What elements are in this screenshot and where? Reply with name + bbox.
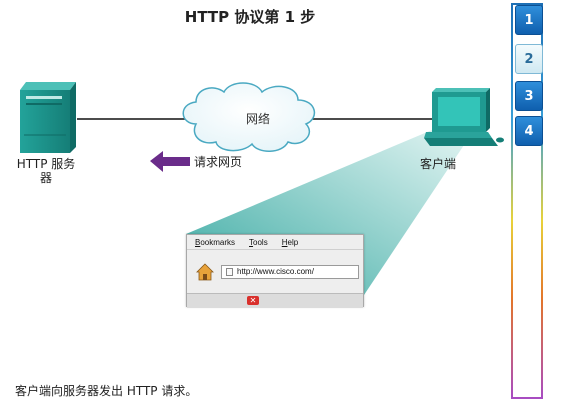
page-icon [226, 268, 233, 276]
client-label: 客户端 [420, 157, 457, 171]
cloud-icon [182, 82, 316, 152]
server-label-text: HTTP 服务 器 [16, 157, 76, 185]
request-label: 请求网页 [194, 155, 243, 169]
menu-help: Help [281, 237, 299, 247]
caption: 客户端向服务器发出 HTTP 请求。 [15, 384, 198, 398]
step-button-2[interactable]: 2 [515, 44, 543, 74]
browser-menubar: Bookmarks Tools Help [187, 235, 363, 250]
menu-tools: Tools [249, 237, 268, 247]
close-icon: ✕ [247, 296, 259, 305]
browser-window: Bookmarks Tools Help http://www.cisco.co… [186, 234, 364, 308]
address-bar: http://www.cisco.com/ [221, 265, 359, 279]
page-title: HTTP 协议第 1 步 [184, 8, 316, 26]
address-text: http://www.cisco.com/ [237, 267, 314, 276]
step-button-4[interactable]: 4 [515, 116, 543, 146]
step-button-1[interactable]: 1 [515, 5, 543, 35]
step-button-3[interactable]: 3 [515, 81, 543, 111]
computer-icon [424, 88, 504, 146]
browser-statusbar: ✕ [187, 293, 363, 308]
arrow-left-icon [150, 151, 190, 172]
browser-toolbar: http://www.cisco.com/ [187, 261, 363, 283]
menu-bookmarks: Bookmarks [195, 237, 236, 247]
server-icon [20, 82, 76, 153]
server-label: HTTP 服务 器 [8, 157, 84, 185]
network-label: 网络 [246, 112, 271, 126]
home-icon [196, 263, 214, 281]
